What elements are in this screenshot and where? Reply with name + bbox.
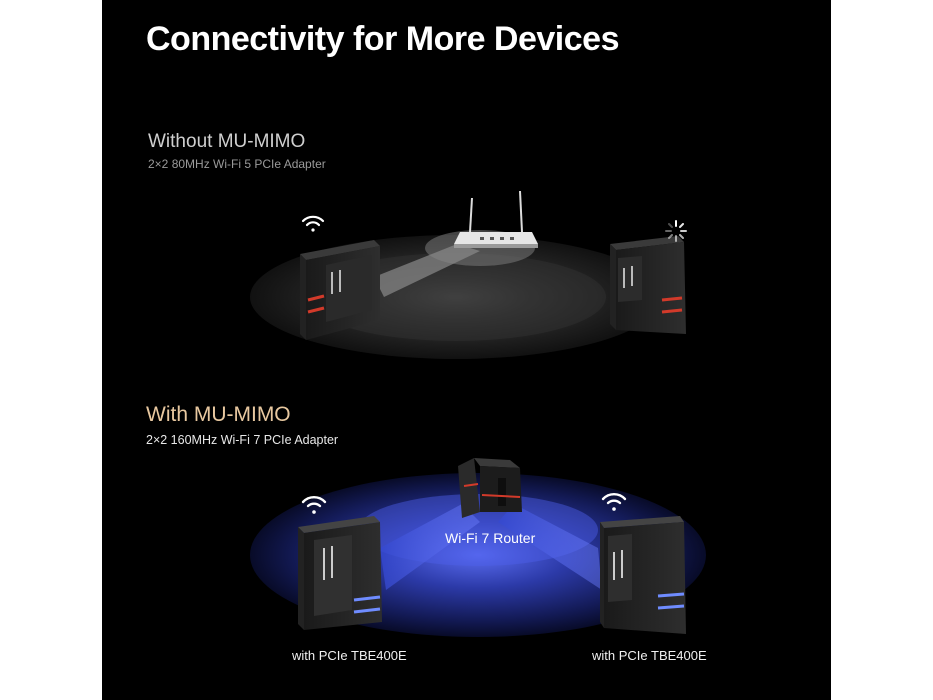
router-icon [454, 190, 538, 248]
with-mimo-scene [250, 458, 706, 637]
wifi-icon [301, 215, 325, 232]
pc-right-with [600, 516, 686, 634]
wifi-icon [601, 493, 627, 511]
page-title: Connectivity for More Devices [146, 20, 619, 58]
router-label: Wi-Fi 7 Router [445, 530, 536, 546]
wifi-icon [301, 496, 327, 514]
single-beam [374, 244, 480, 297]
infographic-panel: Connectivity for More Devices Without MU… [102, 0, 831, 700]
pc-left-without [300, 240, 380, 340]
without-mimo-scene [250, 190, 687, 359]
left-pc-label: with PCIe TBE400E [292, 648, 407, 663]
wifi7-router-icon [458, 458, 522, 518]
pc-left-with [298, 516, 382, 630]
without-mimo-subheading: 2×2 80MHz Wi-Fi 5 PCIe Adapter [148, 157, 326, 171]
without-mimo-heading: Without MU-MIMO [148, 131, 306, 152]
with-mimo-heading: With MU-MIMO [146, 403, 291, 426]
with-mimo-subheading: 2×2 160MHz Wi-Fi 7 PCIe Adapter [146, 433, 339, 447]
pc-right-without [610, 236, 686, 334]
beam-right [498, 504, 602, 590]
right-pc-label: with PCIe TBE400E [592, 648, 707, 663]
scene-illustration [250, 190, 706, 637]
loading-spinner-icon [665, 220, 687, 242]
beam-left [380, 504, 480, 590]
